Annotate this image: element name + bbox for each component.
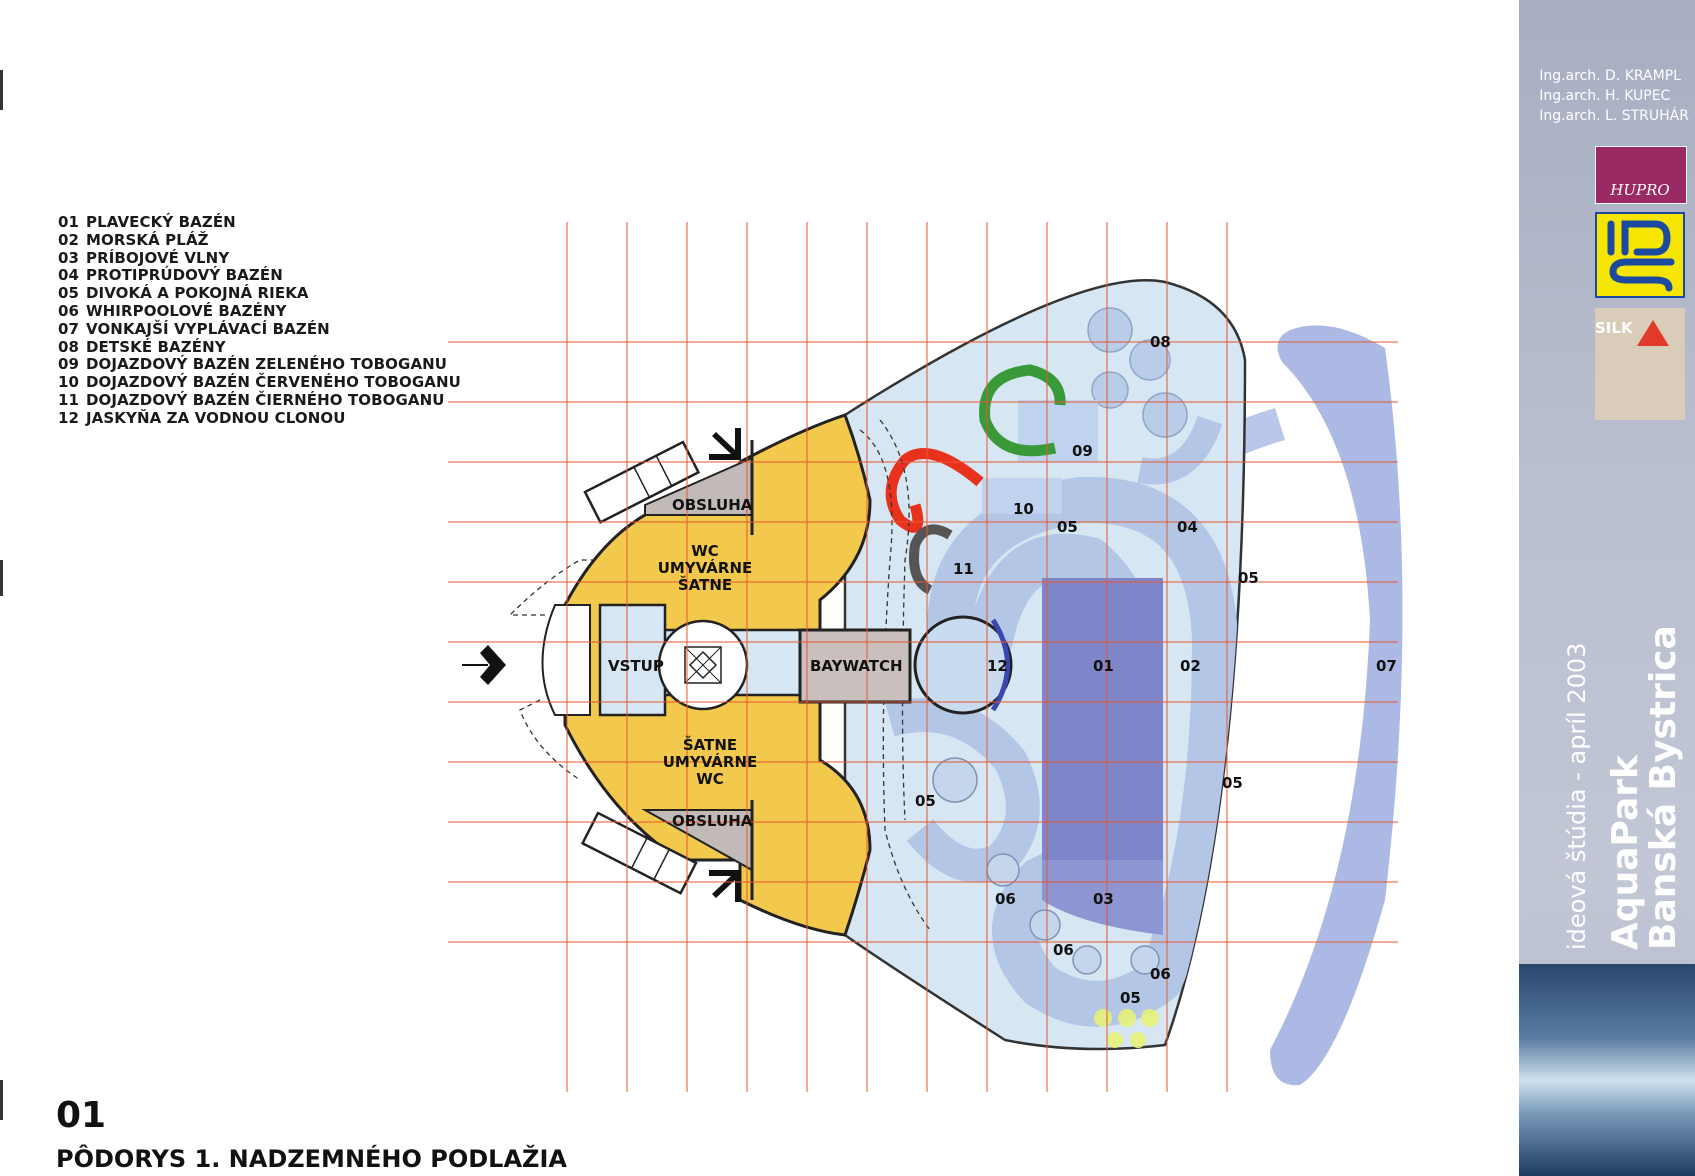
legend-item-text: DETSKÉ BAZÉNY (86, 337, 226, 356)
top-block-satne: ŠATNE (678, 575, 732, 594)
pool-label-01: 01 (1093, 657, 1114, 675)
legend-item-text: DIVOKÁ A POKOJNÁ RIEKA (86, 284, 309, 303)
legend-item-number: 09 (58, 355, 80, 374)
floor-plan: OBSLUHA OBSLUHA VSTUP BAYWATCH WC UMYVÁR… (448, 222, 1403, 1092)
legend-item-text: WHIRPOOLOVÉ BAZÉNY (86, 301, 287, 320)
legend-item-number: 05 (58, 284, 80, 303)
legend-item-number: 07 (58, 319, 80, 338)
legend-item-text: MORSKÁ PLÁŽ (86, 230, 209, 249)
pool-label-06b: 06 (1053, 941, 1074, 959)
legend-item: 11 DOJAZDOVÝ BAZÉN ČIERNÉHO TOBOGANU (58, 390, 461, 410)
silk-logo (1595, 308, 1685, 420)
pool-label-07: 07 (1376, 657, 1397, 675)
legend-item-text: DOJAZDOVÝ BAZÉN ČERVENÉHO TOBOGANU (86, 373, 461, 392)
pool-label-05d: 05 (915, 792, 936, 810)
legend-item-text: PROTIPRÚDOVÝ BAZÉN (86, 266, 283, 285)
legend-item: 07 VONKAJŠÍ VYPLÁVACÍ BAZÉN (58, 319, 461, 339)
architects-list: Ing.arch. D. KRAMPL Ing.arch. H. KUPEC I… (1539, 66, 1689, 126)
project-name: AquaPark Banská Bystrica (1605, 625, 1684, 950)
hupro-logo-text: HUPRO (1610, 181, 1670, 199)
vstup-label: VSTUP (608, 657, 664, 675)
legend-item-number: 10 (58, 373, 80, 392)
pool-label-05b: 05 (1238, 569, 1259, 587)
architect-1: Ing.arch. D. KRAMPL (1539, 68, 1681, 84)
pool-label-05e: 05 (1120, 989, 1141, 1007)
legend-item: 01 PLAVECKÝ BAZÉN (58, 213, 461, 232)
baywatch-label: BAYWATCH (810, 657, 903, 675)
green-slide (979, 364, 1066, 457)
entrance-arrow-bottom (709, 870, 741, 902)
pool-label-05c: 05 (1222, 774, 1243, 792)
legend-item-number: 04 (58, 266, 80, 285)
legend-item-number: 02 (58, 230, 80, 249)
legend-item-number: 06 (58, 301, 80, 320)
swimming-pool (1042, 578, 1163, 918)
project-name-line2: Banská Bystrica (1643, 625, 1684, 950)
legend-item: 05 DIVOKÁ A POKOJNÁ RIEKA (58, 284, 461, 303)
entrance-vestibule (541, 604, 591, 716)
obsluha-top-label: OBSLUHA (672, 496, 753, 514)
legend-item-text: DOJAZDOVÝ BAZÉN ČIERNÉHO TOBOGANU (86, 390, 445, 409)
legend-item-number: 01 (58, 213, 80, 231)
architect-3: Ing.arch. L. STRUHÁR (1539, 108, 1689, 124)
entrance-arrow-main (462, 645, 506, 685)
legend-item-text: PLAVECKÝ BAZÉN (86, 213, 236, 231)
ips-logo-icon (1595, 212, 1685, 298)
legend-item-number: 11 (58, 390, 80, 409)
pool-label-10: 10 (1013, 500, 1034, 518)
outdoor-pool (1270, 325, 1403, 1086)
top-block-umyvarne: UMYVÁRNE (658, 558, 753, 577)
pool-label-06c: 06 (1150, 965, 1171, 983)
ramp-bottom (580, 811, 698, 895)
construction-grid (448, 222, 1398, 1092)
legend-item-text: VONKAJŠÍ VYPLÁVACÍ BAZÉN (86, 319, 330, 338)
pool-label-02: 02 (1180, 657, 1201, 675)
whirlpools (932, 757, 1160, 975)
pool-10 (982, 478, 1062, 514)
legend-item-text: DOJAZDOVÝ BAZÉN ZELENÉHO TOBOGANU (86, 355, 448, 374)
drawing-number: 01 (56, 1095, 107, 1136)
pool-label-06a: 06 (995, 890, 1016, 908)
legend: 01 PLAVECKÝ BAZÉN 02 MORSKÁ PLÁŽ 03 PRÍBOJOVÉ… (58, 213, 461, 428)
wave-pool (1042, 860, 1163, 935)
legend-item: 12 JASKYŇA ZA VODNOU CLONOU (58, 408, 461, 428)
silk-logo-text: SILK (1595, 319, 1633, 337)
legend-item: 09 DOJAZDOVÝ BAZÉN ZELENÉHO TOBOGANU (58, 355, 461, 374)
entrance-arrow-top (709, 428, 741, 460)
pool-label-11: 11 (953, 560, 974, 578)
study-date: ideová štúdia - apríl 2003 (1563, 642, 1591, 950)
water-curtain (990, 618, 1010, 712)
project-sidebar: Ing.arch. D. KRAMPL Ing.arch. H. KUPEC I… (1519, 0, 1695, 1176)
drawing-title: PÔDORYS 1. NADZEMNÉHO PODLAŽIA (56, 1145, 567, 1173)
legend-item-text: PRÍBOJOVÉ VLNY (86, 248, 230, 267)
pool-label-05a: 05 (1057, 518, 1078, 536)
obsluha-bottom-label: OBSLUHA (672, 812, 753, 830)
legend-item: 03 PRÍBOJOVÉ VLNY (58, 248, 461, 268)
red-slide (885, 448, 984, 533)
hupro-logo (1595, 146, 1687, 204)
project-caption: ideová štúdia - apríl 2003 (1563, 637, 1591, 950)
project-name-line1: AquaPark (1605, 755, 1646, 950)
children-pools (1087, 307, 1188, 438)
legend-item-number: 12 (58, 408, 80, 427)
legend-item-text: JASKYŇA ZA VODNOU CLONOU (86, 408, 346, 427)
legend-item-number: 03 (58, 248, 80, 267)
pool-label-04: 04 (1177, 518, 1198, 536)
legend-item: 06 WHIRPOOLOVÉ BAZÉNY (58, 301, 461, 321)
bottom-block-wc: WC (696, 770, 724, 788)
wave-photo (1519, 964, 1695, 1176)
pool-label-09: 09 (1072, 442, 1093, 460)
top-block-wc: WC (691, 542, 719, 560)
legend-item-number: 08 (58, 337, 80, 356)
legend-item: 02 MORSKÁ PLÁŽ (58, 230, 461, 250)
pool-label-12: 12 (987, 657, 1008, 675)
legend-item: 10 DOJAZDOVÝ BAZÉN ČERVENÉHO TOBOGANU (58, 373, 461, 392)
pool-label-08: 08 (1150, 333, 1171, 351)
architect-2: Ing.arch. H. KUPEC (1539, 88, 1671, 104)
pool-label-03: 03 (1093, 890, 1114, 908)
legend-item: 04 PROTIPRÚDOVÝ BAZÉN (58, 266, 461, 285)
bottom-block-satne: ŠATNE (683, 735, 737, 754)
legend-item: 08 DETSKÉ BAZÉNY (58, 337, 461, 357)
bottom-block-umyvarne: UMYVÁRNE (663, 752, 758, 771)
